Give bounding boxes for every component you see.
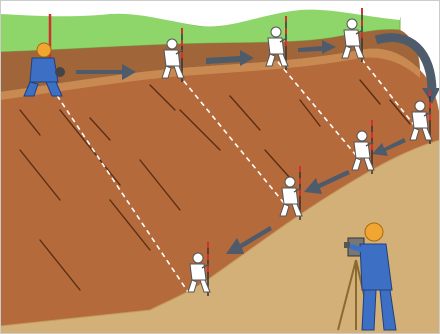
slope-survey-illustration bbox=[0, 0, 440, 334]
scene-canvas bbox=[0, 0, 440, 334]
